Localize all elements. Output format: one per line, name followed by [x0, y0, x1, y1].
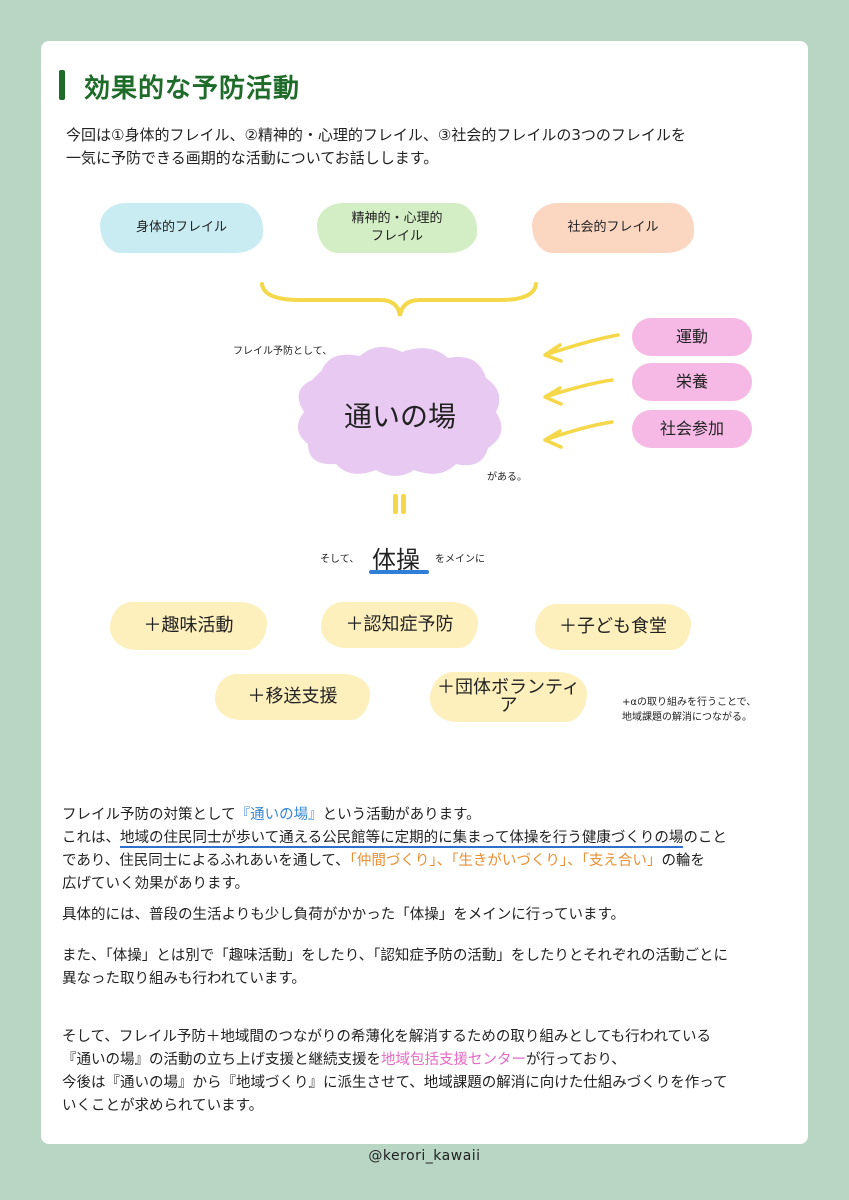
page-title: 効果的な予防活動 — [84, 74, 301, 104]
body-text-span: が行っており、 — [526, 1052, 626, 1068]
main-suffix-label: をメインに — [435, 554, 485, 565]
highlight-kayoi-no-ba: 『通いの場』 — [235, 807, 323, 823]
alpha-note: +αの取り組みを行うことで、 地域課題の解消につながる。 — [622, 695, 756, 725]
body-line-7: 異なった取り組みも行われています。 — [62, 971, 306, 987]
intro-text: 今回は①身体的フレイル、②精神的・心理的フレイル、③社会的フレイルの3つのフレイ… — [66, 124, 686, 170]
body-line-9: 『通いの場』の活動の立ち上げ支援と継続支援を地域包括支援センターが行っており、 — [62, 1049, 728, 1072]
highlight-separator: 、 — [436, 853, 452, 869]
body-line-1: フレイル予防の対策として『通いの場』という活動があります。 — [62, 804, 727, 827]
activity-transport-bubble: ＋移送支援 — [215, 674, 370, 720]
body-text-span: という活動があります。 — [322, 807, 481, 823]
body-line-6: また、「体操」とは別で「趣味活動」をしたり、「認知症予防の活動」をしたりとそれぞ… — [62, 948, 728, 964]
input-nutrition-label: 栄養 — [675, 372, 708, 391]
body-line-3: であり、住民同士によるふれあいを通して、「仲間づくり」、「生きがいづくり」、「支… — [62, 850, 727, 873]
alpha-note-line-1: +αの取り組みを行うことで、 — [622, 697, 757, 708]
and-label: そして、 — [320, 554, 360, 565]
exists-label: がある。 — [487, 472, 527, 483]
footer-handle: @kerori_kawaii — [368, 1148, 481, 1164]
physical-frailty-label: 身体的フレイル — [135, 220, 227, 235]
input-nutrition-bubble: 栄養 — [632, 363, 752, 401]
body-text-span: これは、 — [62, 830, 120, 846]
diagram-graphics — [260, 282, 620, 514]
physical-frailty-bubble: 身体的フレイル — [100, 203, 263, 253]
intro-line-1: 今回は①身体的フレイル、②精神的・心理的フレイル、③社会的フレイルの3つのフレイ… — [66, 126, 686, 144]
activity-dementia-label: ＋認知症予防 — [345, 614, 454, 635]
highlight-nakama: 「仲間づくり」 — [349, 853, 437, 869]
body-line-4: 広げていく効果があります。 — [62, 876, 250, 892]
social-frailty-label: 社会的フレイル — [567, 220, 659, 235]
body-paragraph-3: また、「体操」とは別で「趣味活動」をしたり、「認知症予防の活動」をしたりとそれぞ… — [62, 945, 728, 991]
title-accent-bar — [59, 70, 65, 100]
highlight-support-center: 地域包括支援センター — [381, 1052, 526, 1068]
activity-hobby-label: ＋趣味活動 — [143, 615, 234, 636]
activity-volunteer-label: ＋団体ボランティア — [437, 677, 580, 716]
body-text-span: の輪を — [661, 853, 705, 869]
body-line-10: 今後は『通いの場』から『地域づくり』に派生させて、地域課題の解消に向けた仕組みづ… — [62, 1075, 728, 1091]
mental-frailty-label-2: フレイル — [370, 229, 423, 244]
body-paragraph-4: そして、フレイル予防＋地域間のつながりの希薄化を解消するための取り組みとしても行… — [62, 1026, 728, 1118]
body-line-2: これは、地域の住民同士が歩いて通える公民館等に定期的に集まって体操を行う健康づく… — [62, 827, 727, 850]
social-frailty-bubble: 社会的フレイル — [532, 203, 694, 253]
activity-kids-bubble: ＋子ども食堂 — [535, 604, 691, 650]
body-text-span: のこと — [683, 830, 727, 846]
body-text-span: であり、住民同士によるふれあいを通して、 — [62, 853, 350, 869]
input-social-bubble: 社会参加 — [632, 410, 752, 448]
body-line-11: いくことが求められています。 — [62, 1098, 264, 1114]
intro-line-2: 一気に予防できる画期的な活動についてお話しします。 — [66, 149, 439, 167]
body-text-span: フレイル予防の対策として — [62, 807, 236, 823]
activity-dementia-bubble: ＋認知症予防 — [321, 602, 478, 648]
underlined-definition: 地域の住民同士が歩いて通える公民館等に定期的に集まって体操を行う健康づくりの場 — [120, 830, 684, 848]
arrow-exercise-icon — [543, 333, 620, 363]
input-social-label: 社会参加 — [659, 419, 724, 438]
input-exercise-bubble: 運動 — [632, 318, 752, 356]
highlight-sasaeai: 「支え合い」 — [581, 853, 662, 869]
main-activity-underline — [369, 570, 429, 574]
mental-frailty-label-1: 精神的・心理的 — [351, 211, 443, 226]
body-paragraph-2: 具体的には、普段の生活よりも少し負荷がかかった「体操」をメインに行っています。 — [62, 907, 626, 923]
activity-volunteer-bubble: ＋団体ボランティア — [430, 672, 587, 722]
body-text-span: 『通いの場』の活動の立ち上げ支援と継続支援を — [62, 1052, 381, 1068]
mental-frailty-bubble: 精神的・心理的 フレイル — [317, 203, 477, 253]
highlight-ikigai: 「生きがいづくり」 — [451, 853, 568, 869]
main-activity-label: 体操 — [372, 546, 420, 574]
activity-transport-label: ＋移送支援 — [247, 686, 338, 707]
body-line-8: そして、フレイル予防＋地域間のつながりの希薄化を解消するための取り組みとしても行… — [62, 1029, 712, 1045]
input-exercise-label: 運動 — [675, 327, 708, 346]
arrow-nutrition-icon — [543, 378, 614, 406]
cloud-shape — [297, 346, 502, 476]
curly-brace-icon — [260, 282, 538, 317]
equals-sign-icon — [393, 494, 406, 514]
activity-kids-label: ＋子ども食堂 — [559, 616, 667, 637]
arrow-icons — [543, 333, 620, 449]
activity-hobby-bubble: ＋趣味活動 — [110, 602, 267, 650]
prevention-label: フレイル予防として、 — [233, 346, 333, 357]
arrow-social-icon — [543, 420, 614, 449]
center-place-label: 通いの場 — [343, 400, 456, 433]
highlight-separator: 、 — [567, 853, 582, 869]
body-paragraph-1: フレイル予防の対策として『通いの場』という活動があります。 これは、地域の住民同… — [62, 804, 727, 896]
alpha-note-line-2: 地域課題の解消につながる。 — [622, 712, 752, 723]
